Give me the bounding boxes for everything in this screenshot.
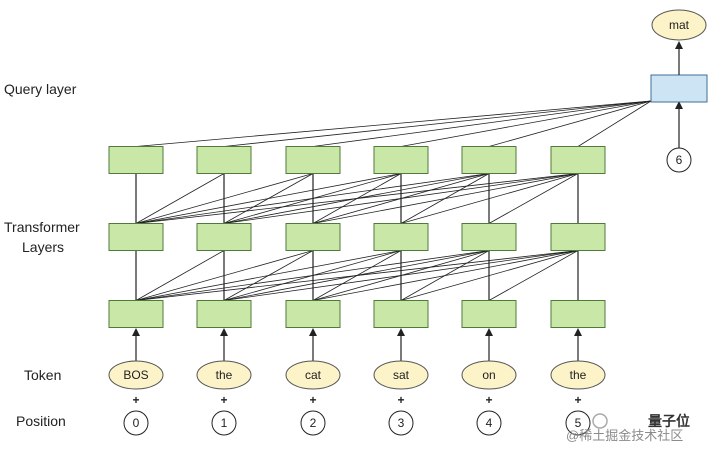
position-circle: [388, 410, 414, 436]
token-text: the: [570, 368, 587, 382]
token-text: cat: [305, 368, 322, 382]
query-connection-line: [488, 100, 652, 147]
position-circle: [211, 410, 237, 436]
connection-line: [135, 250, 225, 301]
connection-line: [135, 173, 225, 224]
connection-line: [223, 250, 579, 301]
layer-box: [285, 223, 341, 251]
connection-line: [135, 173, 490, 224]
connection-line: [135, 173, 402, 224]
plus-sign: +: [485, 393, 492, 407]
position-circle: [476, 410, 502, 436]
position-circle: [300, 410, 326, 436]
input-rows: BOS +0 the +1 cat +2 sat +3 on +4 the +5: [108, 328, 606, 436]
query-position-text: 6: [676, 153, 683, 167]
query-layer-label: Query layer: [4, 81, 77, 97]
output-token-text: mat: [669, 18, 690, 32]
connection-line: [488, 250, 579, 301]
token-text: the: [216, 368, 233, 382]
layer-box: [196, 300, 252, 328]
watermark-title: 量子位: [648, 413, 690, 429]
plus-sign: +: [132, 393, 139, 407]
layer-box: [550, 146, 606, 174]
connection-line: [223, 173, 579, 224]
token-oval: [373, 360, 429, 390]
layer-box: [373, 146, 429, 174]
transformer-label-line2: Layers: [22, 239, 64, 255]
transformer-layers: [108, 146, 606, 328]
query-column: mat 6: [650, 9, 708, 173]
connection-line: [135, 173, 579, 224]
connection-line: [135, 250, 490, 301]
token-oval: [196, 360, 252, 390]
connection-line: [488, 173, 579, 224]
transformer-label-line1: Transformer: [4, 219, 80, 235]
query-box: [650, 74, 708, 103]
watermark: 量子位 @稀土掘金技术社区: [566, 413, 690, 443]
connection-line: [312, 173, 579, 224]
position-text: 1: [221, 416, 228, 430]
query-connection-line: [135, 100, 652, 147]
layer-box: [285, 146, 341, 174]
query-position-circle: [666, 147, 692, 173]
position-label: Position: [16, 413, 66, 429]
layer-box: [196, 146, 252, 174]
plus-sign: +: [574, 393, 581, 407]
connection-line: [135, 173, 314, 224]
connection-lines: [135, 100, 652, 301]
position-text: 2: [310, 416, 317, 430]
query-connection-line: [577, 100, 652, 147]
position-text: 5: [575, 416, 582, 430]
token-text: sat: [393, 368, 410, 382]
layer-box: [373, 300, 429, 328]
layer-box: [461, 300, 517, 328]
output-oval-mat: [651, 9, 707, 41]
connection-line: [400, 250, 579, 301]
connection-line: [135, 250, 579, 301]
watermark-logo-icon: [592, 413, 608, 429]
layer-box: [108, 223, 164, 251]
layer-box: [108, 146, 164, 174]
connection-line: [400, 173, 579, 224]
query-connection-line: [312, 100, 652, 147]
layer-box: [108, 300, 164, 328]
position-circle: [565, 410, 591, 436]
query-connection-line: [223, 100, 652, 147]
token-label: Token: [24, 367, 61, 383]
watermark-subtitle: @稀土掘金技术社区: [566, 428, 683, 443]
token-oval: [461, 360, 517, 390]
layer-box: [196, 223, 252, 251]
token-text: on: [482, 368, 495, 382]
token-text: BOS: [123, 368, 148, 382]
query-connection-line: [400, 100, 652, 147]
connection-line: [135, 250, 402, 301]
position-text: 3: [398, 416, 405, 430]
plus-sign: +: [220, 393, 227, 407]
token-oval: [285, 360, 341, 390]
position-circle: [123, 410, 149, 436]
position-text: 0: [133, 416, 140, 430]
layer-box: [550, 223, 606, 251]
plus-sign: +: [309, 393, 316, 407]
position-text: 4: [486, 416, 493, 430]
plus-sign: +: [397, 393, 404, 407]
layer-box: [550, 300, 606, 328]
layer-box: [285, 300, 341, 328]
token-oval: [550, 360, 606, 390]
layer-box: [373, 223, 429, 251]
layer-box: [461, 146, 517, 174]
token-oval: [108, 360, 164, 390]
layer-box: [461, 223, 517, 251]
connection-line: [312, 250, 579, 301]
connection-line: [135, 250, 314, 301]
